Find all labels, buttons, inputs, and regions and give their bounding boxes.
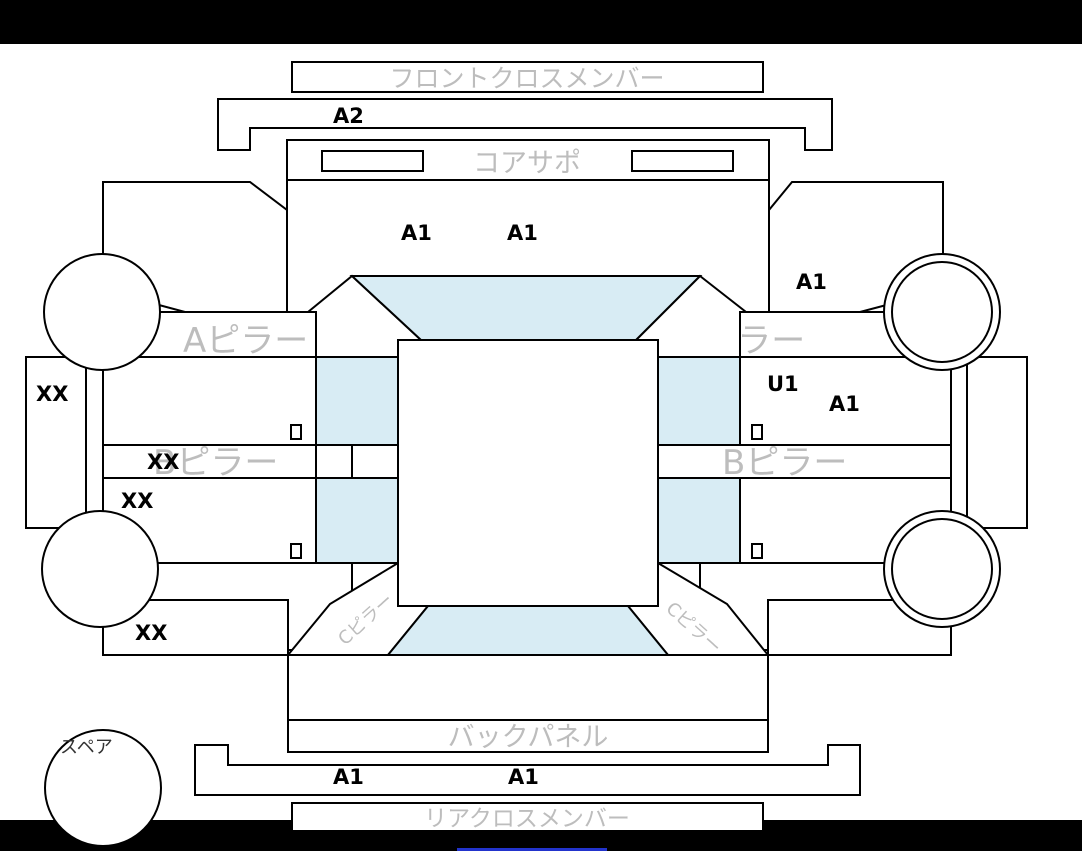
mark-front-cross-member: A2 (333, 104, 364, 128)
mark-right-door-u1: U1 (767, 372, 799, 396)
core-support-right-slot (631, 150, 734, 172)
right-rear-window[interactable] (657, 477, 741, 564)
top-black-bar (0, 0, 1082, 44)
back-panel-label: バックパネル (448, 722, 609, 753)
left-rear-handle (290, 543, 302, 559)
left-front-door[interactable] (102, 356, 317, 446)
a-pillar-left-label: Aピラー (183, 321, 308, 361)
right-front-tire-inner (891, 261, 993, 363)
b-pillar-right-label: Bピラー (722, 443, 847, 483)
mark-hood-right: A1 (507, 221, 538, 245)
rear-cross-member-box[interactable] (291, 802, 764, 832)
rear-cross-member-label: リアクロスメンバー (424, 806, 630, 832)
mark-rear-left: A1 (333, 765, 364, 789)
right-rear-tire-inner (891, 518, 993, 620)
right-front-window[interactable] (657, 356, 741, 446)
mark-left-side-sill: XX (36, 382, 68, 406)
spare-tire[interactable] (44, 729, 162, 847)
right-front-door[interactable] (739, 356, 952, 446)
b-pillar-left-label: Bピラー (153, 443, 278, 483)
left-b-pillar-band[interactable] (102, 444, 317, 479)
front-cross-member-box[interactable] (291, 61, 764, 93)
mark-left-b-pillar: XX (147, 450, 179, 474)
left-rear-tire[interactable] (41, 510, 159, 628)
mark-right-door-a1: A1 (829, 392, 860, 416)
front-bumper-bracket[interactable] (217, 98, 833, 151)
right-side-sill[interactable] (966, 356, 1028, 529)
right-rear-handle (751, 543, 763, 559)
mark-left-rear-door: XX (121, 489, 153, 513)
right-front-handle (751, 424, 763, 440)
mark-left-rear-fender: XX (135, 621, 167, 645)
right-b-pillar-band[interactable] (657, 444, 952, 479)
bottom-blue-strip (457, 848, 607, 851)
left-front-handle (290, 424, 302, 440)
left-rear-window[interactable] (315, 477, 399, 564)
roof-panel[interactable] (397, 339, 659, 607)
rear-window[interactable] (385, 605, 671, 656)
spare-label: スペア (60, 737, 113, 758)
mark-hood-left: A1 (401, 221, 432, 245)
trunk-lid[interactable] (287, 654, 769, 721)
left-front-window[interactable] (315, 356, 399, 446)
left-side-sill[interactable] (25, 356, 87, 529)
left-front-tire[interactable] (43, 253, 161, 371)
back-panel-box[interactable] (287, 719, 769, 753)
front-cross-member-label: フロントクロスメンバー (389, 64, 664, 93)
rear-bumper-bracket[interactable] (194, 744, 861, 796)
mark-rear-right: A1 (508, 765, 539, 789)
core-support-left-slot (321, 150, 424, 172)
core-support-label: コアサポ (473, 148, 581, 179)
mark-right-front-fender: A1 (796, 270, 827, 294)
